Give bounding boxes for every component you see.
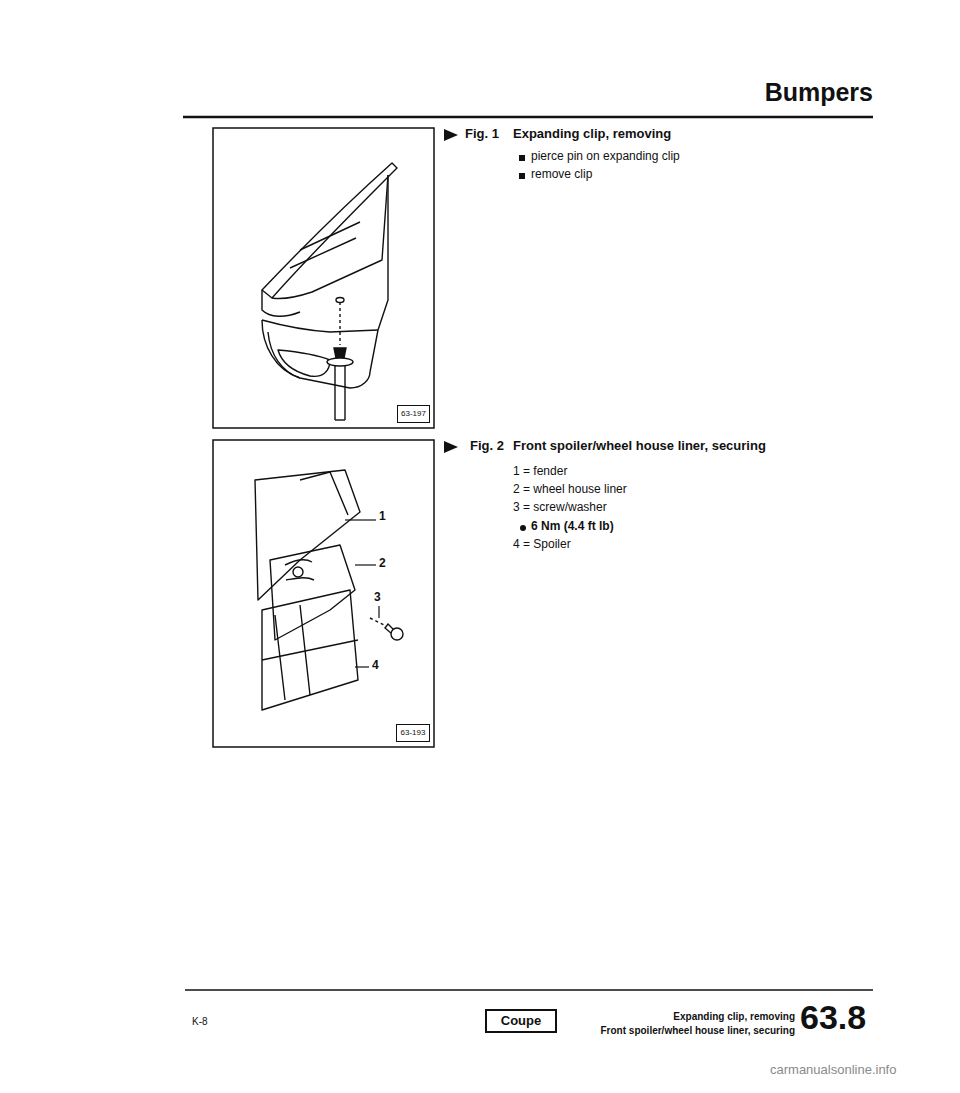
footer-topic: Expanding clip, removing bbox=[673, 1011, 795, 1023]
leader-line bbox=[345, 520, 379, 667]
page-number: 63.8 bbox=[800, 998, 866, 1037]
figure-code-box: 63-193 bbox=[396, 724, 430, 742]
legend-item: 4 = Spoiler bbox=[513, 538, 571, 552]
header-rule bbox=[183, 116, 873, 119]
page-title: Bumpers bbox=[765, 78, 873, 107]
callout-number: 3 bbox=[374, 591, 381, 605]
figure-title: Expanding clip, removing bbox=[513, 127, 671, 142]
page-code: K-8 bbox=[192, 1016, 208, 1028]
callout-number: 2 bbox=[379, 557, 386, 571]
box-text: Coupe bbox=[501, 1014, 541, 1028]
legend-item: 2 = wheel house liner bbox=[513, 483, 627, 497]
figure-title: Front spoiler/wheel house liner, securin… bbox=[513, 439, 766, 454]
callout-number: 4 bbox=[372, 659, 379, 673]
model-box: Coupe bbox=[485, 1009, 557, 1033]
figure-frame bbox=[213, 440, 434, 747]
step-text: remove clip bbox=[531, 168, 592, 182]
callout-number: 1 bbox=[379, 510, 386, 524]
spoiler-illustration bbox=[262, 163, 397, 388]
torque-spec: 6 Nm (4.4 ft lb) bbox=[531, 520, 614, 534]
legend-item: 3 = screw/washer bbox=[513, 501, 607, 515]
footer-rule bbox=[185, 989, 873, 991]
figure-pointer bbox=[444, 129, 458, 141]
figure-pointer bbox=[444, 441, 458, 453]
figure-number: Fig. 1 bbox=[465, 127, 499, 142]
expanding-clip bbox=[327, 348, 353, 420]
step-text: pierce pin on expanding clip bbox=[531, 150, 680, 164]
figure-code-box: 63-197 bbox=[397, 405, 430, 423]
legend-item: 1 = fender bbox=[513, 465, 567, 479]
figure-frame bbox=[213, 128, 434, 428]
watermark: carmanualsonline.info bbox=[770, 1063, 896, 1078]
box-text: 63-193 bbox=[401, 729, 426, 738]
box-text: 63-197 bbox=[401, 410, 426, 419]
footer-topic: Front spoiler/wheel house liner, securin… bbox=[601, 1025, 796, 1037]
fender-liner-illustration bbox=[255, 470, 360, 710]
bullet-square bbox=[519, 155, 525, 161]
screw-washer bbox=[370, 618, 403, 640]
figure-number: Fig. 2 bbox=[470, 439, 504, 454]
bullet-square bbox=[519, 173, 525, 179]
bullet-dot bbox=[520, 525, 526, 531]
